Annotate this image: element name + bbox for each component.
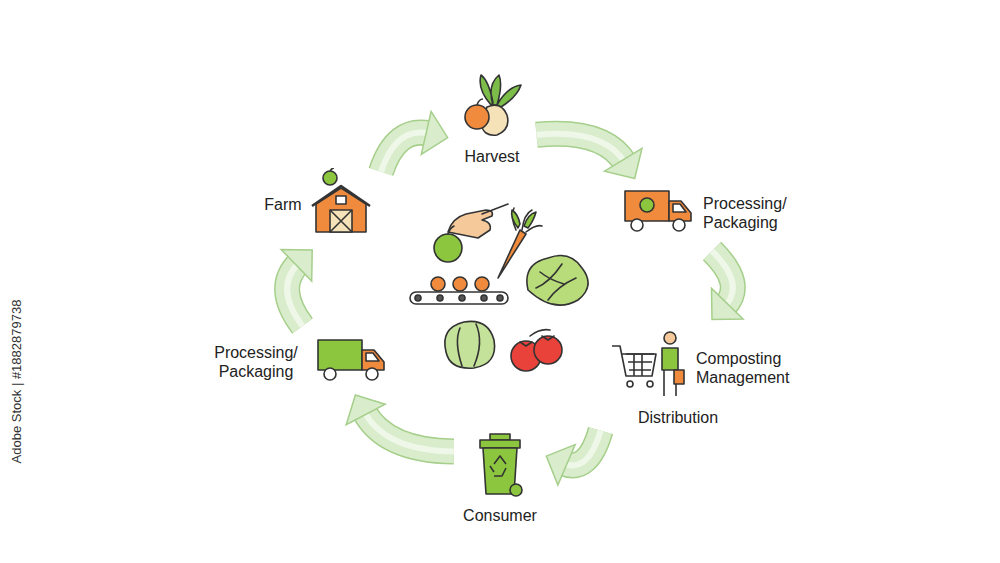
stage-label: Distribution	[638, 408, 718, 427]
arrow-head	[546, 445, 575, 485]
stage-label: Harvest	[464, 147, 519, 166]
arrow-body	[364, 411, 454, 452]
stage-node: Harvest	[453, 61, 531, 170]
stage-icon	[621, 185, 695, 241]
arrow-outline	[537, 134, 626, 163]
arrow-outline	[364, 411, 454, 452]
watermark: Adobe Stock | #1882879738	[7, 282, 26, 482]
cycle-arrow	[346, 395, 454, 452]
stage-node: Processing/ Packaging	[617, 181, 807, 245]
stage-icon	[610, 330, 690, 406]
stage-icon	[457, 65, 527, 143]
stage-label: Farm	[264, 195, 301, 214]
stage-node: Consumer	[459, 428, 541, 529]
arrow-highlight	[364, 411, 454, 452]
stage-node: Composting ManagementDistribution	[606, 326, 818, 431]
stage-node: Farm	[260, 164, 375, 244]
arrow-head	[346, 395, 385, 425]
stage-icon	[310, 168, 372, 240]
stage-label: Consumer	[463, 506, 537, 525]
arrow-body	[537, 134, 626, 163]
stage-row: Composting Management	[610, 330, 814, 406]
arrow-head	[281, 250, 312, 282]
cycle-arrow	[537, 134, 643, 179]
stage-label: Processing/ Packaging	[703, 194, 803, 232]
stage-label: Composting Management	[696, 349, 814, 387]
arrow-body	[287, 263, 302, 327]
cycle-arrow	[546, 431, 600, 485]
stage-icon	[314, 336, 390, 388]
cycle-arrow	[281, 250, 312, 327]
cycle-arrow	[712, 251, 744, 320]
stage-node: Processing/ Packaging	[202, 332, 394, 392]
arrow-head	[605, 148, 643, 178]
arrow-highlight	[287, 263, 302, 327]
arrow-head	[712, 288, 744, 319]
arrow-highlight	[537, 134, 626, 163]
stage-icon	[474, 432, 526, 502]
stage-label: Processing/ Packaging	[206, 343, 306, 381]
arrow-outline	[287, 263, 302, 327]
cycle-arrow	[381, 111, 448, 171]
arrow-head	[421, 111, 447, 154]
